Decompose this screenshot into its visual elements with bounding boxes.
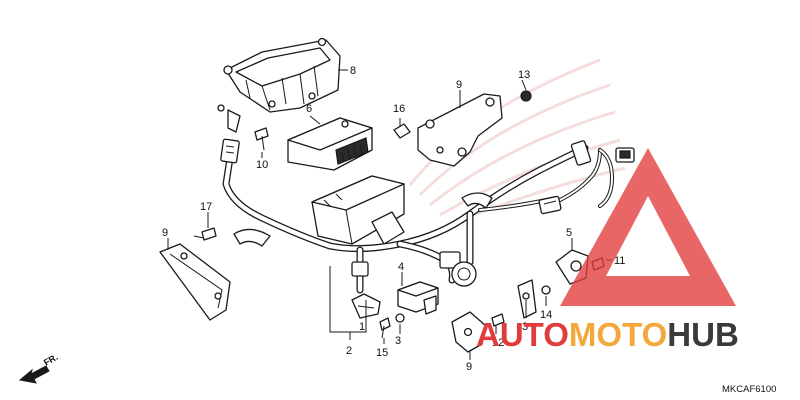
callout-9-right: 11 <box>614 255 625 267</box>
callout-10: 10 <box>256 159 268 171</box>
watermark-hub: HUB <box>667 316 739 353</box>
callout-14: 3 <box>395 335 401 347</box>
callout-12: 13 <box>518 69 530 81</box>
callout-17: 15 <box>376 347 388 359</box>
harness-controller-block <box>311 175 405 245</box>
callout-4: 6 <box>306 103 312 115</box>
front-direction-indicator: FR. <box>18 352 60 384</box>
callout-16: 17 <box>200 201 212 213</box>
callout-11: 1 <box>359 321 365 333</box>
part-1-wire-harness <box>217 104 635 294</box>
front-label: FR. <box>42 352 60 368</box>
callout-6: 9 <box>456 79 462 91</box>
callout-8: 9 <box>162 227 168 239</box>
callout-3-lower: 4 <box>398 261 404 273</box>
callout-5: 8 <box>350 65 356 77</box>
part-6-bracket <box>417 93 503 167</box>
callout-1: 2 <box>346 345 352 357</box>
watermark-auto: AUTO <box>476 316 569 353</box>
part-5-cover <box>223 37 341 113</box>
part-4-module <box>287 117 373 171</box>
callout-3-upper: 5 <box>566 227 572 239</box>
front-arrow-icon <box>18 365 50 384</box>
callout-7: 9 <box>466 361 472 373</box>
callout-9-lower: 12 <box>492 337 504 349</box>
part-7-plate <box>451 311 487 353</box>
watermark-moto: MOTO <box>569 316 667 353</box>
automotohub-watermark: AUTOMOTOHUB <box>476 148 739 353</box>
svg-text:AUTOMOTOHUB: AUTOMOTOHUB <box>476 316 739 353</box>
callout-2: 3 <box>522 321 528 333</box>
diagram-code: MKCAF6100 <box>722 384 776 395</box>
watermark-triangle-icon <box>560 148 736 306</box>
fasteners <box>193 90 605 339</box>
callout-labels: 8 6 9 13 16 10 17 9 4 5 11 3 14 12 9 1 1… <box>162 65 625 373</box>
part-3-relay <box>397 281 439 315</box>
callout-13: 14 <box>540 309 552 321</box>
leader-lines <box>167 69 612 360</box>
callout-15: 16 <box>393 103 405 115</box>
part-8-bracket <box>159 243 231 321</box>
